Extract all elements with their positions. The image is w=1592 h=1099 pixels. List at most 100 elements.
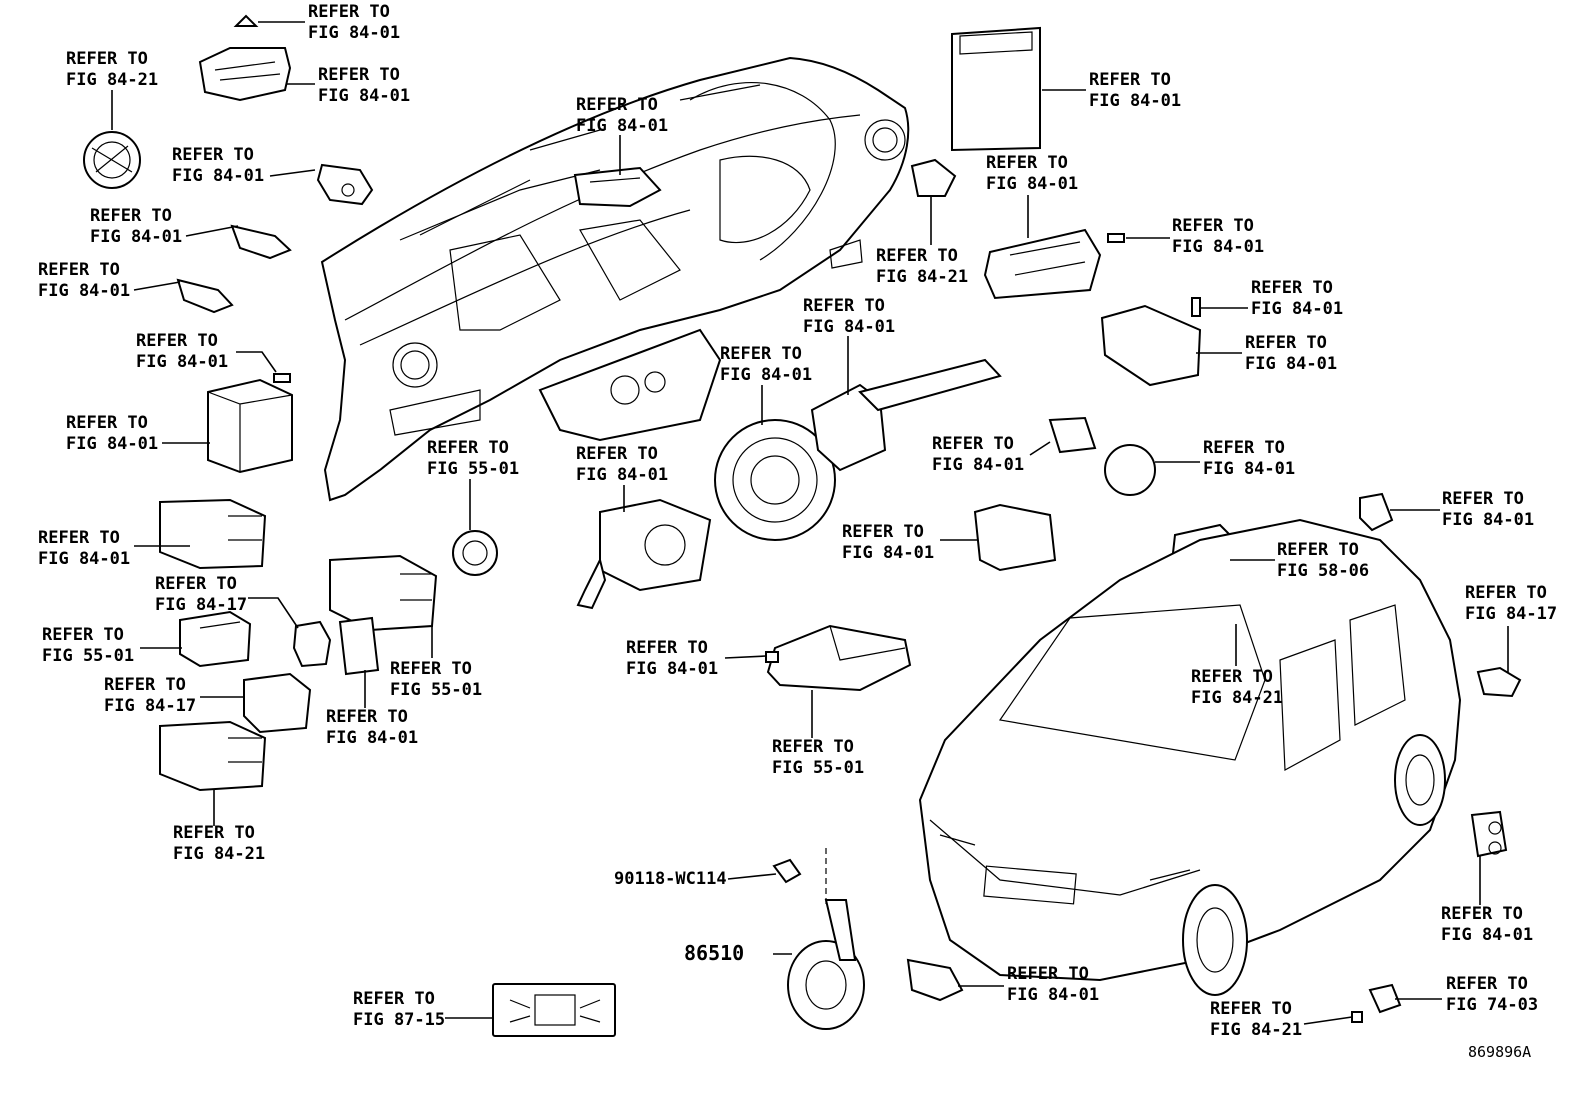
callout-27-line2: FIG 84-17: [1465, 604, 1557, 624]
callout-6-line2: FIG 84-01: [90, 227, 182, 247]
callout-34-line2: FIG 55-01: [772, 758, 864, 778]
callout-38-line1: REFER TO: [353, 989, 435, 1009]
ecu-drawing: [951, 26, 1041, 152]
callout-30-line1: REFER TO: [1191, 667, 1273, 687]
callout-8-line2: FIG 84-01: [136, 352, 228, 372]
bulb-socket-drawing: [230, 224, 292, 260]
callout-labels: REFER TO FIG 84-01 REFER TO FIG 84-21 RE…: [38, 2, 1557, 1061]
callout-24-line1: REFER TO: [842, 522, 924, 542]
callout-5-line2: FIG 84-01: [172, 166, 264, 186]
callout-4-line2: FIG 84-01: [576, 116, 668, 136]
turn-signal-switch-drawing: [576, 498, 712, 610]
cap-drawing: [233, 14, 259, 27]
callout-35-line2: FIG 84-21: [173, 844, 265, 864]
control-module-drawing: [207, 378, 293, 474]
callout-31-line2: FIG 84-17: [104, 696, 196, 716]
callout-23-line1: REFER TO: [38, 528, 120, 548]
callout-11-line2: FIG 84-01: [986, 174, 1078, 194]
callout-15-line1: REFER TO: [803, 296, 885, 316]
bulb-socket-drawing-2: [176, 278, 234, 314]
callout-18-line2: FIG 84-01: [932, 455, 1024, 475]
screw-drawing-2: [1107, 233, 1125, 243]
callout-32-line1: REFER TO: [390, 659, 472, 679]
callout-25-line2: FIG 58-06: [1277, 561, 1369, 581]
spiral-cable-drawing: [714, 419, 836, 541]
callout-3-line1: REFER TO: [318, 65, 400, 85]
callout-28-line1: REFER TO: [42, 625, 124, 645]
callout-14-line2: FIG 84-01: [1251, 299, 1343, 319]
callout-36-line2: FIG 84-01: [1441, 925, 1533, 945]
callout-5-line1: REFER TO: [172, 145, 254, 165]
screw-drawing: [273, 373, 291, 383]
callout-12-line1: REFER TO: [1172, 216, 1254, 236]
callout-36-line1: REFER TO: [1441, 904, 1523, 924]
callout-27-line1: REFER TO: [1465, 583, 1547, 603]
callout-30-line2: FIG 84-21: [1191, 688, 1283, 708]
sensor-drawing-4: [1359, 492, 1394, 532]
callout-12-line2: FIG 84-01: [1172, 237, 1264, 257]
callout-16-line2: FIG 84-01: [1245, 354, 1337, 374]
switch-drawing-7: [159, 720, 267, 792]
callout-39-line1: REFER TO: [1446, 974, 1528, 994]
illustration-code: 869896A: [1468, 1043, 1531, 1061]
lighter-socket-drawing: [1048, 416, 1156, 496]
callout-10-line2: FIG 84-01: [1089, 91, 1181, 111]
switch-drawing-6: [243, 672, 312, 734]
warning-label-drawing: [492, 983, 616, 1037]
connector-block-drawing: [198, 47, 292, 102]
callout-40-line2: FIG 84-21: [1210, 1020, 1302, 1040]
part-number-horn: 86510: [684, 941, 744, 965]
bolt-drawing: [772, 848, 827, 905]
callout-17-line1: REFER TO: [720, 344, 802, 364]
callout-24-line2: FIG 84-01: [842, 543, 934, 563]
callout-35-line1: REFER TO: [173, 823, 255, 843]
callout-26-line1: REFER TO: [155, 574, 237, 594]
callout-29-line1: REFER TO: [626, 638, 708, 658]
bracket-drawing: [1100, 304, 1202, 387]
callout-2-line1: REFER TO: [66, 49, 148, 69]
callout-7-line2: FIG 84-01: [38, 281, 130, 301]
sensor-drawing-2: [906, 958, 964, 1002]
callout-37-line2: FIG 84-01: [1007, 985, 1099, 1005]
callout-33-line1: REFER TO: [326, 707, 408, 727]
callout-22-line2: FIG 84-01: [1442, 510, 1534, 530]
wiper-switch-drawing: [810, 358, 1002, 472]
callout-2-line2: FIG 84-21: [66, 70, 158, 90]
callout-15-line2: FIG 84-01: [803, 317, 895, 337]
vehicle-drawing: [918, 518, 1462, 996]
callout-4-line1: REFER TO: [576, 95, 658, 115]
switch-drawing-5: [338, 616, 380, 676]
pad-drawing: [973, 503, 1057, 572]
callout-6-line1: REFER TO: [90, 206, 172, 226]
callout-33-line2: FIG 84-01: [326, 728, 418, 748]
callout-22-line1: REFER TO: [1442, 489, 1524, 509]
callout-11-line1: REFER TO: [986, 153, 1068, 173]
callout-18-line1: REFER TO: [932, 434, 1014, 454]
callout-1-line2: FIG 84-01: [308, 23, 400, 43]
callout-28-line2: FIG 55-01: [42, 646, 134, 666]
switch-drawing-3: [292, 620, 332, 668]
callout-29-line2: FIG 84-01: [626, 659, 718, 679]
sensor-drawing-6: [1470, 810, 1508, 858]
horn-drawing: [787, 899, 865, 1030]
callout-19-line2: FIG 84-01: [1203, 459, 1295, 479]
callout-9-line2: FIG 84-01: [66, 434, 158, 454]
callout-14-line1: REFER TO: [1251, 278, 1333, 298]
callout-9-line1: REFER TO: [66, 413, 148, 433]
switch-drawing-4: [329, 554, 438, 632]
buzzer-drawing: [452, 530, 498, 576]
callout-26-line2: FIG 84-17: [155, 595, 247, 615]
sensor-drawing-3: [910, 158, 957, 197]
instrument-panel-drawing: [320, 56, 910, 502]
callout-40-line1: REFER TO: [1210, 999, 1292, 1019]
switch-drawing-2: [179, 610, 252, 668]
callout-21-line1: REFER TO: [427, 438, 509, 458]
callout-1-line1: REFER TO: [308, 2, 390, 22]
leader-lines: [111, 21, 1509, 1025]
callout-38-line2: FIG 87-15: [353, 1010, 445, 1030]
callout-32-line2: FIG 55-01: [390, 680, 482, 700]
callout-39-line2: FIG 74-03: [1446, 995, 1538, 1015]
sensor-drawing: [316, 163, 374, 206]
callout-10-line1: REFER TO: [1089, 70, 1171, 90]
